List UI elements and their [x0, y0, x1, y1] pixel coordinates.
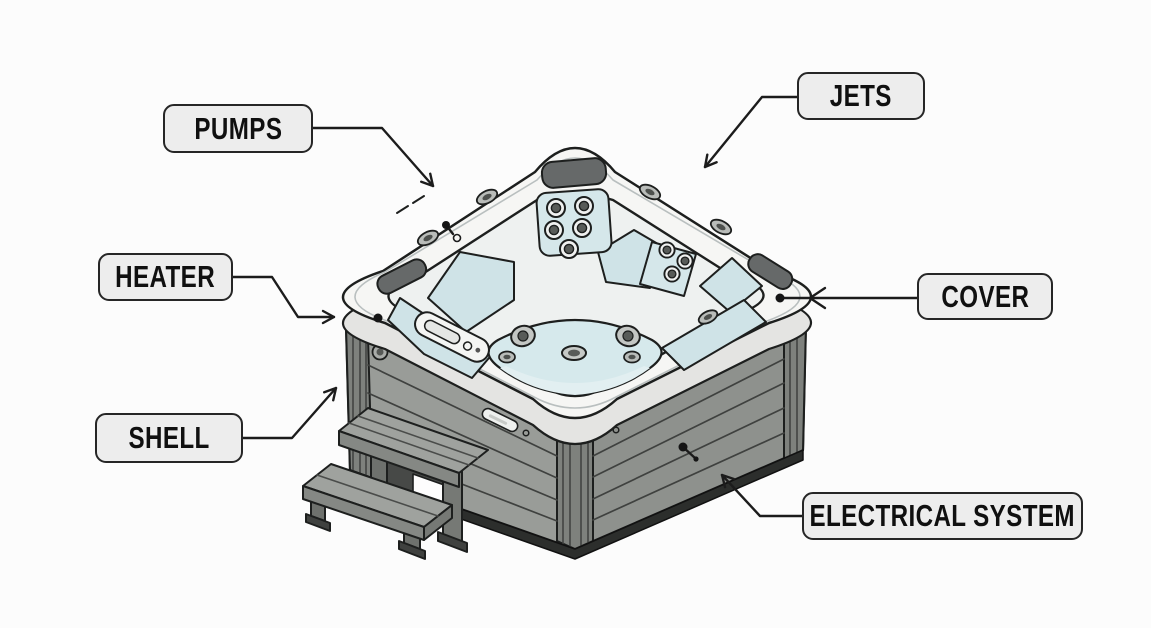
headrests	[376, 157, 794, 295]
interior	[376, 157, 794, 398]
label-shell-text: SHELL	[128, 420, 210, 455]
label-cover: COVER	[917, 273, 1053, 320]
label-jets: JETS	[797, 72, 925, 120]
pumps-arrow	[311, 126, 435, 188]
jets-right-cluster	[658, 241, 694, 283]
label-electrical-system-text: ELECTRICAL SYSTEM	[809, 498, 1076, 533]
label-jets-text: JETS	[829, 78, 893, 113]
rim-jets	[416, 183, 733, 325]
heater-target-dot	[373, 313, 383, 323]
label-pumps: PUMPS	[163, 104, 313, 153]
cover-target-dot	[775, 293, 785, 303]
electrical-target-dot	[678, 442, 688, 452]
jets-back-cluster	[544, 196, 594, 259]
seat-upper-right	[699, 257, 763, 313]
floor-jets	[498, 324, 641, 364]
callout-lines	[231, 95, 919, 518]
heater-arrow	[231, 275, 336, 325]
label-heater-text: HEATER	[115, 259, 216, 294]
label-electrical-system: ELECTRICAL SYSTEM	[802, 492, 1083, 540]
steps	[302, 407, 489, 560]
cabinet-handle	[481, 407, 519, 433]
shell-arrow	[241, 386, 338, 440]
jets-arrow	[703, 95, 799, 169]
pumps-target-dot	[442, 221, 450, 229]
callout-dots	[373, 221, 785, 462]
electrical-arrow	[720, 473, 804, 518]
label-cover-text: COVER	[941, 278, 1029, 314]
label-shell: SHELL	[95, 413, 243, 463]
label-heater: HEATER	[98, 253, 233, 301]
control-panel	[414, 311, 490, 363]
label-pumps-text: PUMPS	[194, 110, 282, 146]
